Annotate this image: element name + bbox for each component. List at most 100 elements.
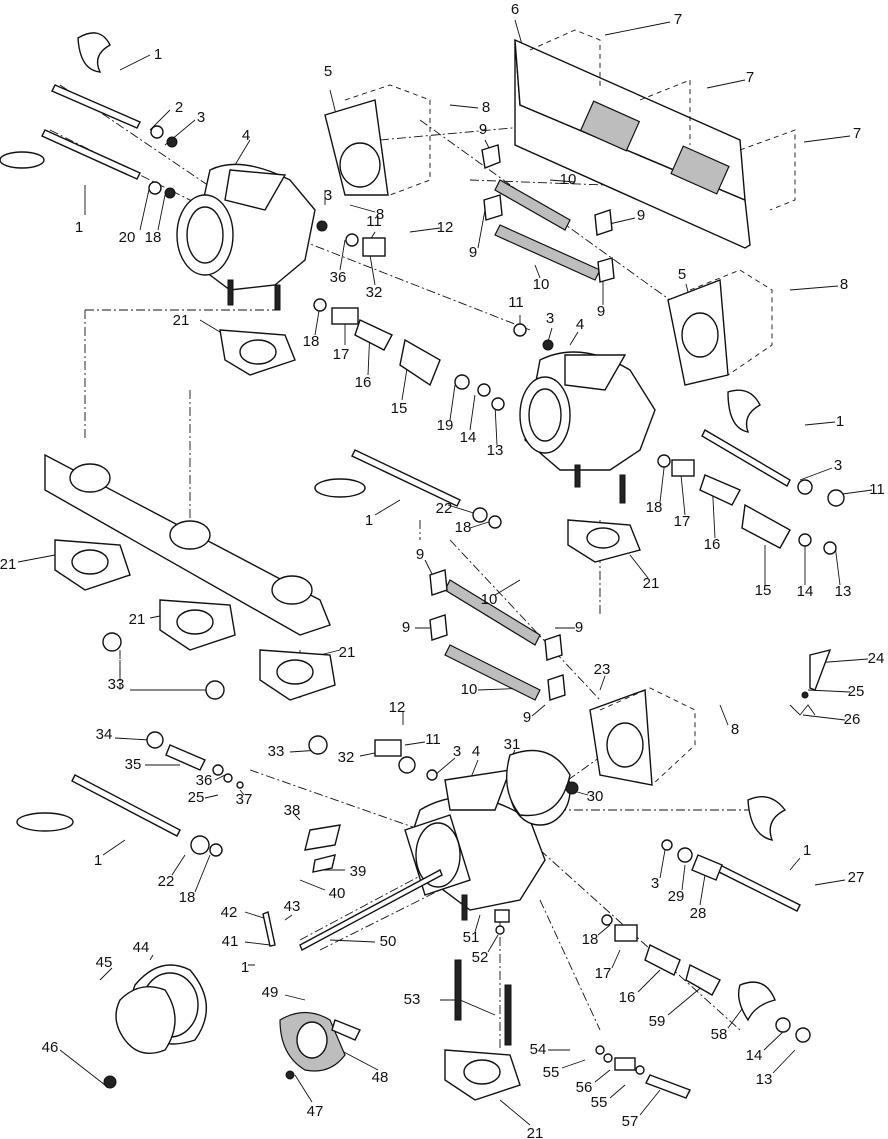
- part-callout-5: 5: [678, 266, 686, 283]
- part-callout-6: 6: [511, 1, 519, 18]
- part-callout-32: 32: [366, 284, 383, 301]
- part-callout-45: 45: [96, 954, 113, 971]
- part-callout-18: 18: [179, 889, 196, 906]
- part-callout-33: 33: [108, 676, 125, 693]
- part-callout-22: 22: [158, 873, 175, 890]
- part-callout-21: 21: [339, 644, 356, 661]
- part-callout-1: 1: [241, 959, 249, 976]
- part-callout-54: 54: [530, 1041, 547, 1058]
- part-callout-11: 11: [869, 481, 885, 498]
- part-callout-55: 55: [543, 1064, 560, 1081]
- part-callout-8: 8: [731, 721, 739, 738]
- part-callout-39: 39: [350, 863, 367, 880]
- part-callout-12: 12: [389, 699, 406, 716]
- part-callout-9: 9: [416, 546, 424, 563]
- part-callout-36: 36: [196, 772, 213, 789]
- part-callout-4: 4: [242, 127, 250, 144]
- part-callout-3: 3: [546, 310, 554, 327]
- part-callout-4: 4: [576, 316, 584, 333]
- part-callout-17: 17: [674, 513, 691, 530]
- part-callout-16: 16: [355, 374, 372, 391]
- part-callout-14: 14: [746, 1047, 763, 1064]
- part-callout-9: 9: [479, 121, 487, 138]
- part-callout-21: 21: [173, 312, 190, 329]
- part-callout-10: 10: [560, 171, 577, 188]
- part-callout-9: 9: [575, 619, 583, 636]
- part-callout-51: 51: [463, 929, 480, 946]
- part-callout-17: 17: [595, 965, 612, 982]
- part-callout-11: 11: [425, 731, 441, 748]
- part-callout-40: 40: [329, 885, 346, 902]
- part-callout-34: 34: [96, 726, 113, 743]
- part-callout-21: 21: [129, 611, 146, 628]
- part-callout-1: 1: [94, 852, 102, 869]
- part-callout-52: 52: [472, 949, 489, 966]
- part-callout-48: 48: [372, 1069, 389, 1086]
- part-callout-36: 36: [330, 269, 347, 286]
- part-callout-32: 32: [338, 749, 355, 766]
- part-callout-9: 9: [402, 619, 410, 636]
- part-callout-2: 2: [175, 99, 183, 116]
- part-callout-18: 18: [646, 499, 663, 516]
- part-callout-3: 3: [651, 875, 659, 892]
- part-callout-56: 56: [576, 1079, 593, 1096]
- part-drawing: [0, 19, 873, 1126]
- part-callout-58: 58: [711, 1026, 728, 1043]
- part-callout-11: 11: [508, 294, 524, 311]
- part-callout-11: 11: [366, 213, 382, 230]
- part-callout-38: 38: [284, 802, 301, 819]
- part-callout-31: 31: [504, 736, 521, 753]
- part-callout-57: 57: [622, 1113, 639, 1130]
- part-callout-9: 9: [597, 303, 605, 320]
- part-callout-14: 14: [460, 429, 477, 446]
- part-callout-10: 10: [533, 276, 550, 293]
- part-callout-15: 15: [391, 400, 408, 417]
- part-callout-18: 18: [455, 519, 472, 536]
- part-callout-55: 55: [591, 1094, 608, 1111]
- part-callout-33: 33: [268, 743, 285, 760]
- part-callout-8: 8: [376, 206, 384, 223]
- part-callout-59: 59: [649, 1013, 666, 1030]
- part-callout-28: 28: [690, 905, 707, 922]
- part-callout-21: 21: [0, 556, 16, 573]
- part-callout-18: 18: [582, 931, 599, 948]
- part-callout-8: 8: [840, 276, 848, 293]
- part-callout-50: 50: [380, 933, 397, 950]
- part-callout-43: 43: [284, 898, 301, 915]
- part-callout-1: 1: [75, 219, 83, 236]
- part-callout-13: 13: [756, 1071, 773, 1088]
- part-callout-7: 7: [853, 125, 861, 142]
- part-callout-42: 42: [221, 904, 238, 921]
- part-callout-53: 53: [404, 991, 421, 1008]
- part-callout-4: 4: [472, 743, 480, 760]
- part-callout-16: 16: [619, 989, 636, 1006]
- part-callout-25: 25: [848, 683, 865, 700]
- part-callout-23: 23: [594, 661, 611, 678]
- part-callout-30: 30: [587, 788, 604, 805]
- part-callout-18: 18: [303, 333, 320, 350]
- part-callout-29: 29: [668, 888, 685, 905]
- part-callout-14: 14: [797, 583, 814, 600]
- part-callout-22: 22: [436, 500, 453, 517]
- part-callout-3: 3: [834, 457, 842, 474]
- part-callout-7: 7: [746, 69, 754, 86]
- part-callout-35: 35: [125, 756, 142, 773]
- part-callout-25: 25: [188, 789, 205, 806]
- part-callout-16: 16: [704, 536, 721, 553]
- part-callout-8: 8: [482, 99, 490, 116]
- part-callout-7: 7: [674, 11, 682, 28]
- part-callout-41: 41: [222, 933, 239, 950]
- part-callout-19: 19: [437, 417, 454, 434]
- part-callout-9: 9: [523, 709, 531, 726]
- part-callout-3: 3: [324, 187, 332, 204]
- part-callout-37: 37: [236, 791, 253, 808]
- part-callout-17: 17: [333, 346, 350, 363]
- part-callout-27: 27: [848, 869, 865, 886]
- part-callout-9: 9: [469, 244, 477, 261]
- part-callout-26: 26: [844, 711, 861, 728]
- part-callout-9: 9: [637, 207, 645, 224]
- part-callout-18: 18: [145, 229, 162, 246]
- part-callout-1: 1: [803, 842, 811, 859]
